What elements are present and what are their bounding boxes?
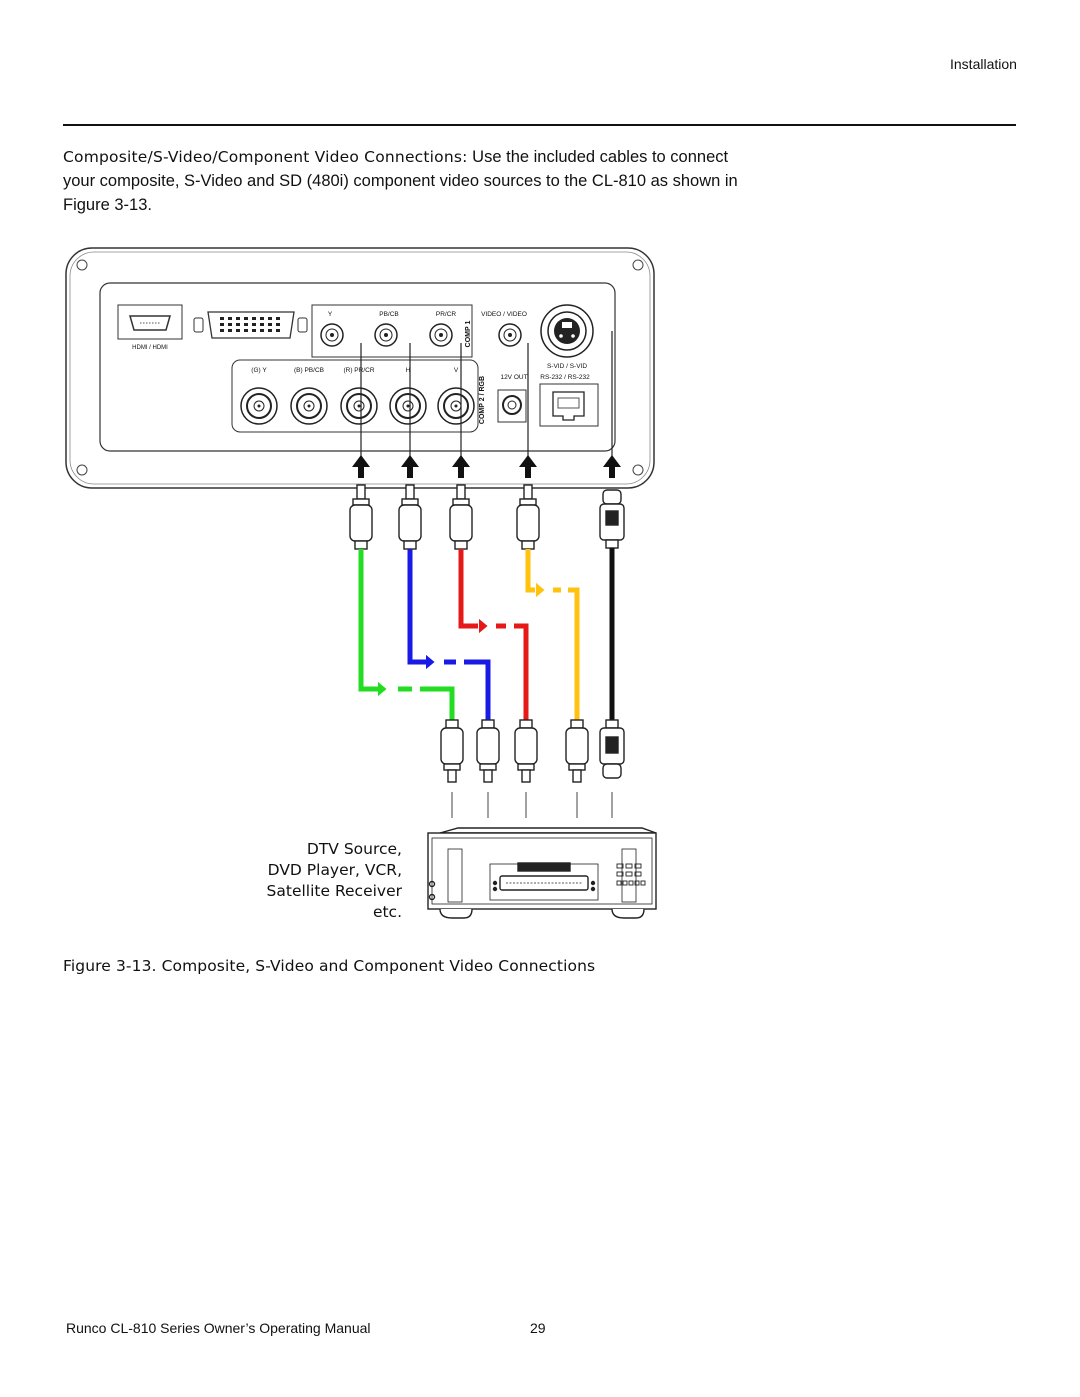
- video-label: VIDEO / VIDEO: [481, 311, 527, 318]
- rca-plug-bottom-green: [440, 719, 464, 783]
- section-label: Installation: [950, 56, 1017, 72]
- comp1-pr-jack: [429, 323, 453, 347]
- device-label-line-1: DTV Source,: [307, 840, 402, 858]
- connection-arrows: [352, 455, 621, 478]
- intro-lead: Composite/S-Video/Component Video Connec…: [63, 148, 468, 166]
- source-device: [427, 827, 657, 919]
- comp1-label: COMP 1: [465, 321, 472, 348]
- dvi-port: [193, 311, 308, 339]
- hdmi-port: [117, 304, 183, 340]
- rgb-jack-v-label: V: [454, 367, 459, 374]
- rgb-jack-g-label: (G) Y: [251, 367, 267, 374]
- device-label: DTV Source, DVD Player, VCR, Satellite R…: [267, 840, 403, 921]
- svideo-label: S-VID / S-VID: [547, 363, 587, 370]
- bnc-g-jack: [240, 387, 278, 425]
- device-leader-lines: [451, 792, 613, 818]
- rgb-jack-r-label: (R) PR/CR: [343, 367, 374, 374]
- blue-cable: [407, 549, 426, 665]
- video-jack: [498, 323, 522, 347]
- rs232-port: [539, 383, 599, 427]
- comp1-y-jack: [320, 323, 344, 347]
- svideo-jack: [540, 304, 594, 358]
- yellow-cable: [525, 549, 535, 593]
- intro-body: Use the included cables to connect your …: [63, 148, 738, 214]
- rca-plug-bottom-blue: [476, 719, 500, 783]
- header-rule: [63, 124, 1016, 126]
- svideo-plug-top: [599, 489, 625, 549]
- top-plugs: [349, 484, 625, 550]
- comp1-pb-jack: [374, 323, 398, 347]
- bnc-h-jack: [389, 387, 427, 425]
- device-label-line-4: etc.: [373, 903, 402, 921]
- rca-plug-top-green: [349, 484, 373, 550]
- footer-manual-title: Runco CL-810 Series Owner’s Operating Ma…: [66, 1320, 371, 1336]
- device-label-line-2: DVD Player, VCR,: [268, 861, 402, 879]
- device-label-line-3: Satellite Receiver: [267, 882, 403, 900]
- comp1-jack-pb-label: PB/CB: [379, 311, 399, 318]
- comp1-jack-pr-label: PR/CR: [436, 311, 457, 318]
- trigger-jack: [497, 389, 527, 423]
- rgb-jack-b-label: (B) PB/CB: [294, 367, 324, 374]
- footer-page-number: 29: [530, 1320, 546, 1336]
- leader-lines: [360, 331, 613, 460]
- projector-rear-panel: HDMI / HDMI Y PB/CB PR/CR COMP 1 VIDEO /…: [65, 247, 655, 489]
- connection-diagram: HDMI / HDMI Y PB/CB PR/CR COMP 1 VIDEO /…: [65, 247, 657, 921]
- cables: [358, 548, 615, 720]
- green-cable: [358, 549, 378, 692]
- intro-paragraph: Composite/S-Video/Component Video Connec…: [63, 145, 763, 217]
- comp1-jack-y-label: Y: [328, 311, 333, 318]
- rca-plug-top-yellow: [516, 484, 540, 550]
- rca-plug-bottom-red: [514, 719, 538, 783]
- rca-plug-top-red: [449, 484, 473, 550]
- hdmi-label: HDMI / HDMI: [132, 345, 168, 351]
- rca-plug-bottom-yellow: [565, 719, 589, 783]
- comp2-label: COMP 2 / RGB: [479, 376, 486, 424]
- bnc-b-jack: [290, 387, 328, 425]
- red-cable: [458, 549, 478, 629]
- rgb-jack-h-label: H: [406, 367, 411, 374]
- bnc-v-jack: [437, 387, 475, 425]
- bnc-r-jack: [340, 387, 378, 425]
- figure-caption: Figure 3-13. Composite, S-Video and Comp…: [63, 957, 596, 975]
- trigger-label: 12V OUT: [500, 374, 527, 381]
- svideo-plug-bottom: [599, 719, 625, 779]
- rs232-label: RS-232 / RS-232: [540, 374, 590, 381]
- bottom-plugs: [440, 719, 625, 783]
- rca-plug-top-blue: [398, 484, 422, 550]
